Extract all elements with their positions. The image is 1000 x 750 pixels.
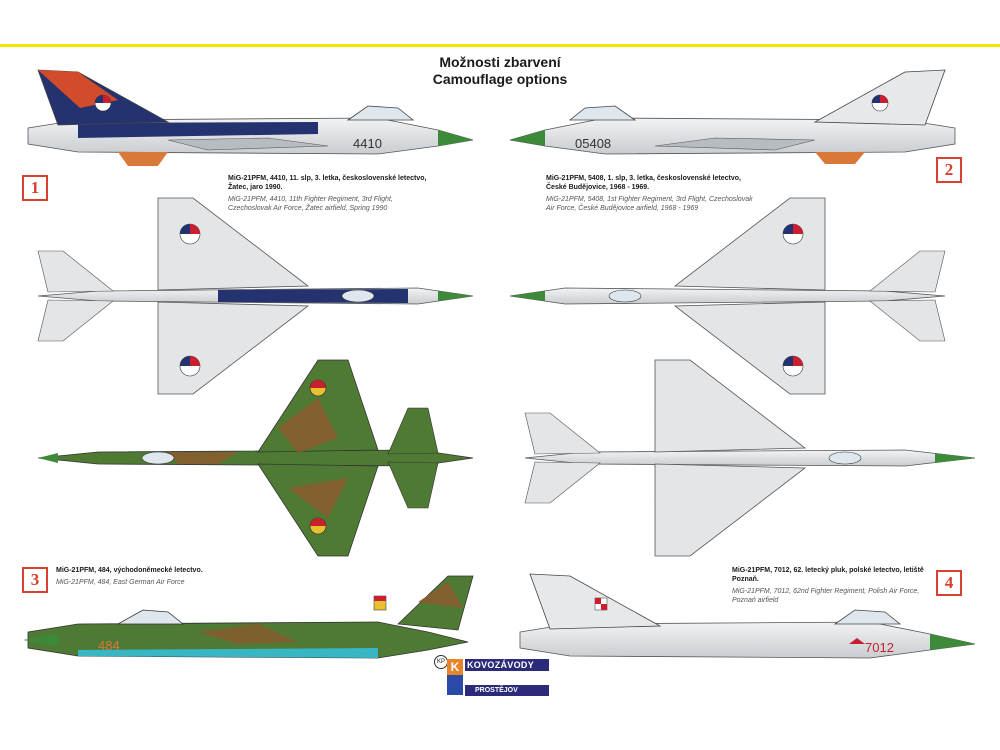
aircraft-2-side-view: 05408 [509, 69, 956, 164]
caption-option-2: MiG-21PFM, 5408, 1. slp, 3. letka, česko… [546, 174, 756, 213]
option-badge-4: 4 [936, 570, 962, 596]
option-badge-2: 2 [936, 157, 962, 183]
caption-1-czech: MiG-21PFM, 4410, 11. slp, 3. letka, česk… [228, 175, 427, 191]
caption-2-czech: MiG-21PFM, 5408, 1. slp, 3. letka, česko… [546, 175, 741, 191]
aircraft-4-side-view: 7012 [519, 573, 976, 659]
page-title: Možnosti zbarvení Camouflage options [0, 54, 1000, 88]
aircraft-3-side-view: 484 [23, 575, 474, 659]
caption-option-4: MiG-21PFM, 7012, 62. letecký pluk, polsk… [732, 566, 932, 605]
caption-1-english: MiG-21PFM, 4410, 11th Fighter Regiment, … [228, 196, 393, 212]
option-badge-3: 3 [22, 567, 48, 593]
logo-name: KOVOZÁVODY [465, 659, 549, 671]
aircraft-1-side-view: 4410 [27, 69, 474, 166]
caption-3-english: MiG-21PFM, 484, East German Air Force [56, 579, 185, 586]
yellow-top-rule [0, 44, 1000, 47]
caption-3-czech: MiG-21PFM, 484, východoněmecké letectvo. [56, 567, 203, 574]
aircraft-1-side-code: 4410 [353, 136, 382, 151]
title-czech: Možnosti zbarvení [439, 54, 561, 70]
logo-town: PROSTĚJOV [465, 685, 549, 696]
aircraft-4-bottom-view [524, 359, 976, 557]
caption-option-3: MiG-21PFM, 484, východoněmecké letectvo.… [56, 566, 246, 587]
caption-2-english: MiG-21PFM, 5408, 1st Fighter Regiment, 3… [546, 196, 753, 212]
caption-4-czech: MiG-21PFM, 7012, 62. letecký pluk, polsk… [732, 567, 924, 583]
aircraft-2-side-code: 05408 [575, 136, 611, 151]
option-badge-1: 1 [22, 175, 48, 201]
kovozavody-logo: KP K KOVOZÁVODY PROSTĚJOV [434, 655, 549, 700]
aircraft-4-side-code: 7012 [865, 640, 894, 655]
title-english: Camouflage options [432, 71, 568, 87]
aircraft-1-top-view [37, 197, 474, 395]
caption-4-english: MiG-21PFM, 7012, 62nd Fighter Regiment, … [732, 588, 920, 604]
caption-option-1: MiG-21PFM, 4410, 11. slp, 3. letka, česk… [228, 174, 428, 213]
aircraft-2-bottom-view [509, 197, 946, 395]
aircraft-3-side-code: 484 [98, 638, 120, 653]
logo-mark: KP [434, 655, 448, 669]
logo-k-block [447, 675, 463, 695]
aircraft-3-top-view [37, 359, 474, 557]
